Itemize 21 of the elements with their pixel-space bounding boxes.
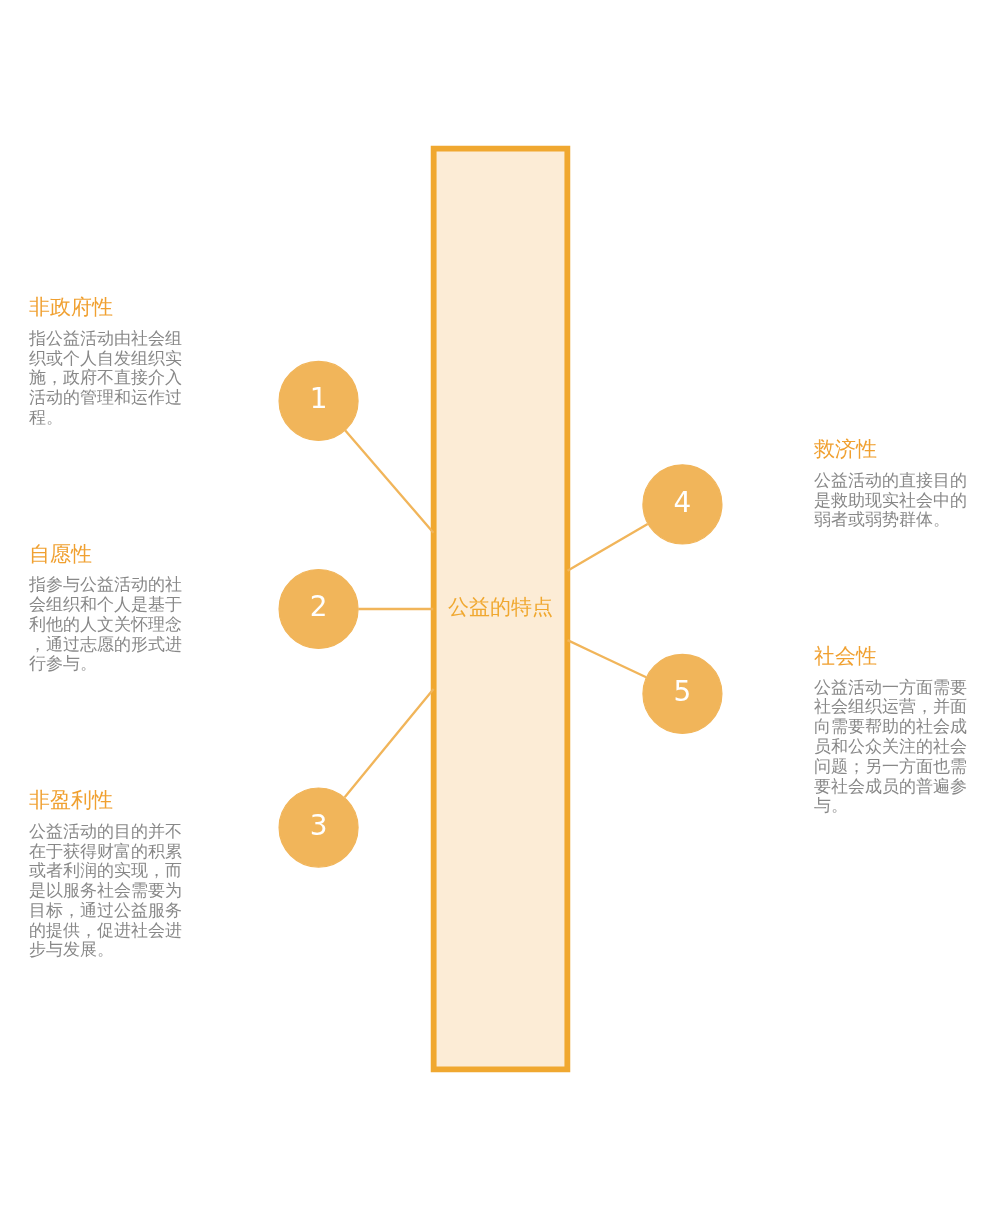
node-label: 公益活动的目的并不在于获得财富的积累或者利润的实现，而是以服务社会需要为目标，通过公益服务的提供，促进社会进步与发展。	[29, 820, 183, 960]
node-circle: 3	[278, 787, 359, 868]
connector	[567, 639, 647, 679]
node-box: 公益的特点	[430, 145, 571, 1073]
node-label: 公益活动一方面需要社会组织运营，并面向需要帮助的社会成员和公众关注的社会问题；另一方面也需要社会成员的普遍参与。	[813, 676, 967, 816]
node-label: 自愿性	[29, 541, 93, 566]
node-label: 非政府性	[29, 295, 114, 320]
connector	[566, 522, 649, 572]
node-label: 指参与公益活动的社会组织和个人是基于利他的人文关怀理念，通过志愿的形式进行参与。	[29, 574, 183, 674]
node-circle: 1	[278, 360, 359, 441]
node-label: 公益活动的直接目的是救助现实社会中的弱者或弱势群体。	[813, 469, 967, 530]
connector	[343, 688, 435, 798]
node-label: 社会性	[813, 643, 877, 668]
connector	[344, 429, 435, 534]
node-circle: 5	[642, 653, 723, 734]
node-label: 非盈利性	[29, 788, 114, 813]
connector	[358, 607, 434, 611]
node-circle: 4	[642, 464, 723, 545]
node-circle: 2	[278, 568, 359, 650]
node-label: 指公益活动由社会组织或个人自发组织实施，政府不直接介入活动的管理和运作过程。	[29, 327, 183, 427]
node-label: 救济性	[813, 437, 877, 462]
